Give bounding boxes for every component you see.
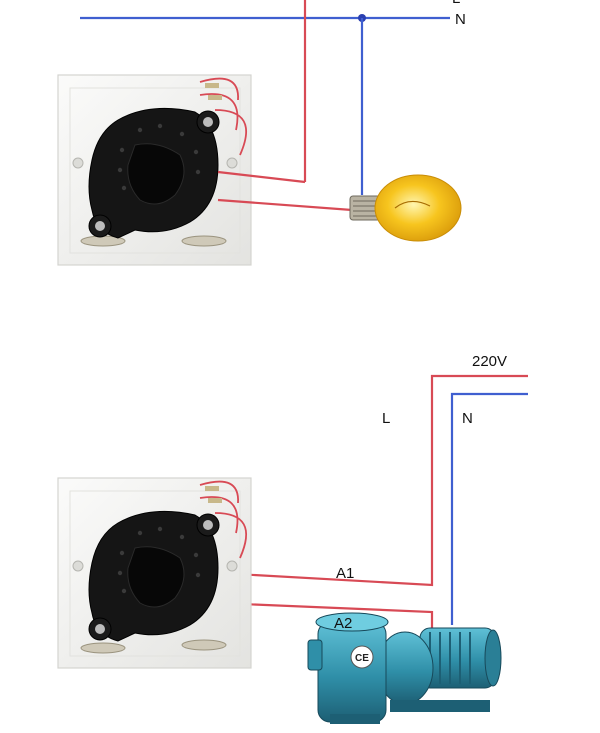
top-live-to-timer: [217, 170, 306, 184]
top-live-label: L: [452, 0, 460, 7]
bottom-live-label: L: [382, 410, 390, 427]
bottom-live-wire: [217, 374, 528, 587]
bottom-neutral-wire: [450, 392, 528, 625]
terminal-a2-label: A2: [334, 615, 352, 632]
light-bulb: [349, 174, 462, 242]
bottom-timer-to-pump: [217, 601, 434, 630]
bottom-neutral-label: N: [462, 410, 473, 427]
ce-badge-circle: [350, 645, 374, 669]
top-diagram: L N: [57, 0, 466, 266]
ce-badge-text: CE: [355, 653, 369, 664]
supply-voltage-label: 220V: [472, 353, 507, 370]
top-timer-to-bulb: [217, 198, 353, 212]
bottom-timer-switch: [57, 477, 252, 669]
water-pump: CE: [307, 612, 502, 724]
bottom-diagram: CE 220V L N A1 A2: [57, 353, 528, 724]
top-neutral-label: N: [455, 11, 466, 28]
terminal-a1-label: A1: [336, 565, 354, 582]
top-timer-switch: [57, 74, 252, 266]
